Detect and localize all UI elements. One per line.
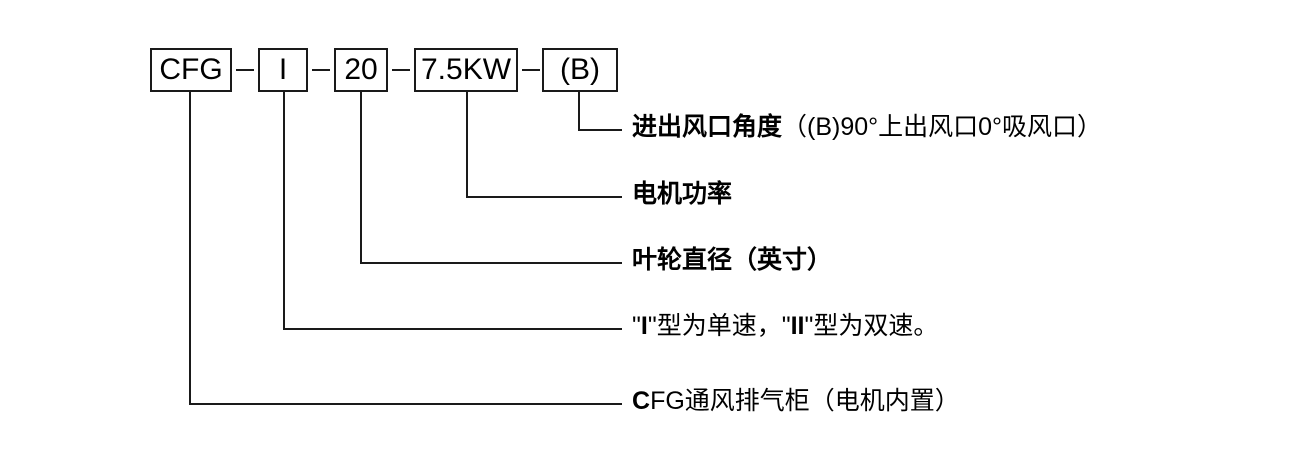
code-box-power: 7.5KW xyxy=(414,48,518,92)
callout-diameter-text: 叶轮直径（英寸） xyxy=(632,246,833,274)
leader-vline-series xyxy=(189,92,191,405)
code-box-power-text: 7.5KW xyxy=(420,53,512,86)
callout-speedtype-seg-2: "型为单速，" xyxy=(647,312,791,340)
leader-hline-power xyxy=(466,196,622,198)
leader-vline-diameter xyxy=(360,92,362,264)
callout-label-angle: 进出风口角度（(B)90°上出风口0°吸风口） xyxy=(632,115,1102,140)
code-box-angle: (B) xyxy=(542,48,618,92)
code-box-speedtype: I xyxy=(258,48,308,92)
separator-dash-4 xyxy=(522,69,540,71)
callout-angle-regular: （(B)90°上出风口0°吸风口） xyxy=(782,113,1103,141)
callout-series-seg-1: FG通风排气柜（电机内置） xyxy=(650,387,960,415)
leader-hline-series xyxy=(189,403,622,405)
leader-hline-angle xyxy=(578,129,622,131)
leader-vline-power xyxy=(466,92,468,198)
code-box-diameter-text: 20 xyxy=(344,53,378,86)
separator-dash-2 xyxy=(312,69,330,71)
code-box-series: CFG xyxy=(150,48,232,92)
callout-speedtype-seg-3: II xyxy=(790,312,805,340)
separator-dash-3 xyxy=(392,69,410,71)
code-box-angle-text: (B) xyxy=(560,53,600,86)
code-box-speedtype-text: I xyxy=(278,53,288,86)
separator-dash-1 xyxy=(236,69,254,71)
callout-speedtype-seg-1: I xyxy=(640,312,648,340)
code-box-diameter: 20 xyxy=(334,48,388,92)
callout-label-series: CFG通风排气柜（电机内置） xyxy=(632,389,960,414)
code-box-series-text: CFG xyxy=(159,53,223,86)
leader-hline-diameter xyxy=(360,262,622,264)
leader-vline-angle xyxy=(578,92,580,131)
callout-speedtype-seg-4: "型为双速。 xyxy=(804,312,939,340)
callout-label-speedtype: "I"型为单速，"II"型为双速。 xyxy=(632,314,938,339)
leader-vline-speedtype xyxy=(283,92,285,330)
callout-label-power: 电机功率 xyxy=(632,182,732,207)
leader-hline-speedtype xyxy=(283,328,622,330)
callout-speedtype-seg-0: " xyxy=(632,312,641,340)
callout-power-text: 电机功率 xyxy=(632,180,733,208)
callout-angle-bold: 进出风口角度 xyxy=(632,113,783,141)
callout-series-seg-0: C xyxy=(632,387,651,415)
callout-label-diameter: 叶轮直径（英寸） xyxy=(632,248,832,273)
